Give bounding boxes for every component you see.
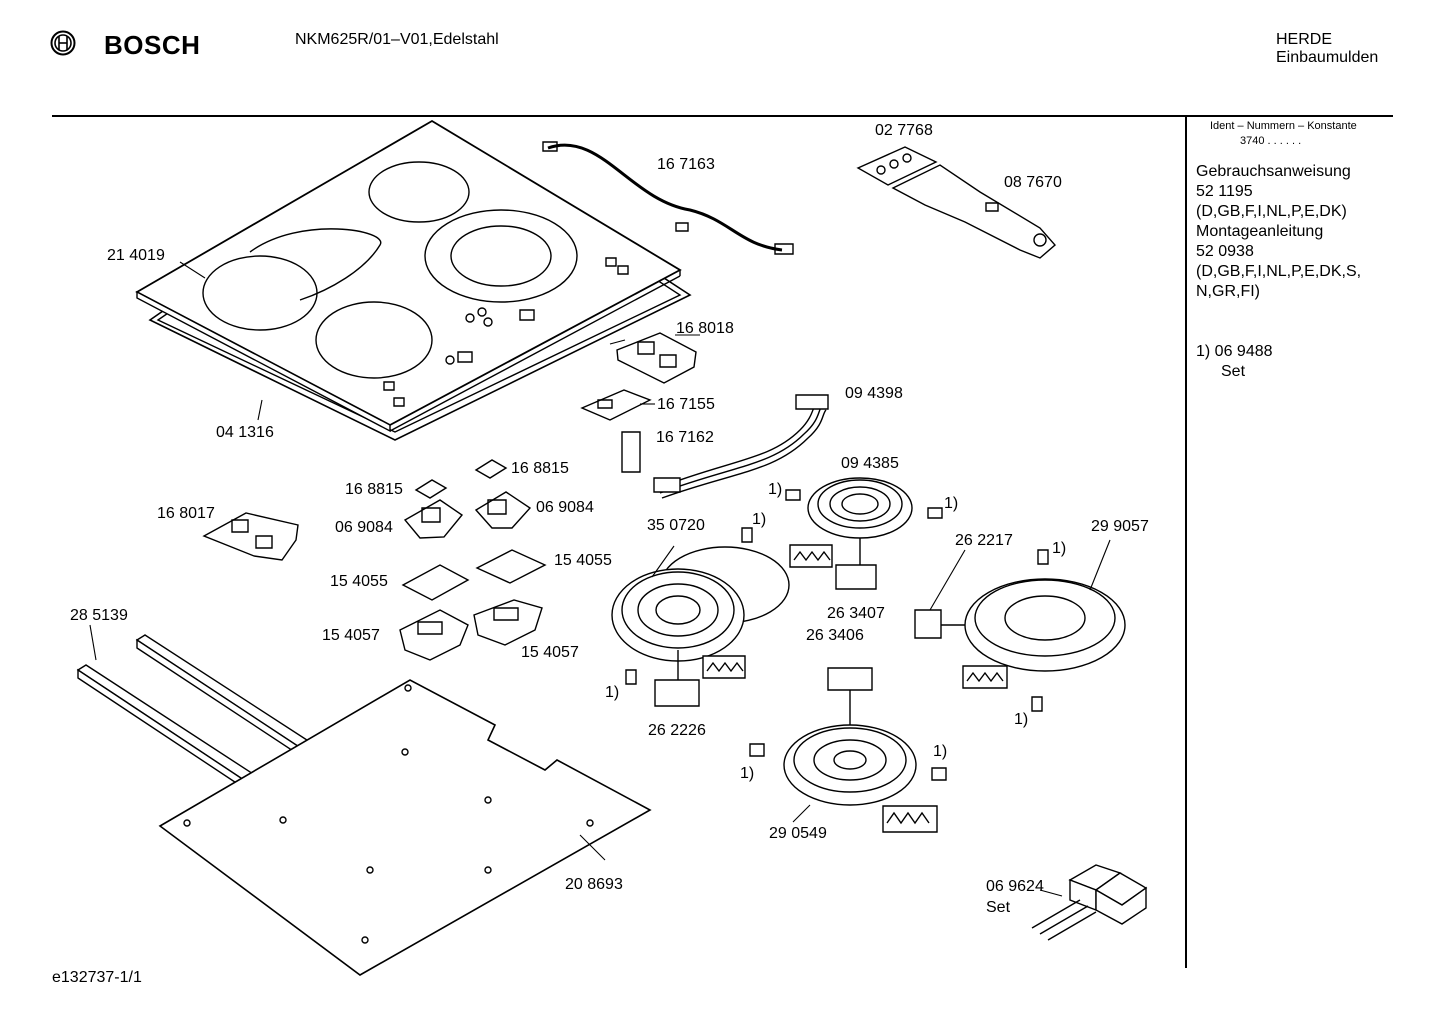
doc-line: N,GR,FI) [1196, 283, 1260, 300]
knob-housing-left [405, 500, 462, 538]
part-label: 21 4019 [107, 247, 165, 264]
part-label: 15 4055 [330, 573, 388, 590]
footnote-marker: 1) [740, 765, 755, 782]
part-label: 35 0720 [647, 517, 705, 534]
part-label: 08 7670 [1004, 174, 1062, 191]
part-label: 15 4055 [554, 552, 612, 569]
part-label: 16 7155 [657, 396, 715, 413]
footnote-marker: 1) [944, 495, 959, 512]
doc-line: 52 0938 [1196, 243, 1254, 260]
mounting-bracket-lower [78, 665, 270, 800]
seal-15-4055-left [403, 565, 468, 600]
part-label: 28 5139 [70, 607, 128, 624]
control-board-16-8018 [617, 333, 696, 383]
doc-line: 52 1195 [1196, 183, 1253, 200]
part-label: Set [986, 899, 1011, 916]
footnote-marker: 1) [752, 511, 767, 528]
ident-value: 3740 . . . . . . [1240, 135, 1302, 147]
knob-housing-right [476, 492, 530, 528]
drawing-id: e132737-1/1 [52, 969, 142, 986]
part-label: 04 1316 [216, 424, 274, 441]
footnote-marker: 1) [768, 481, 783, 498]
model-title: NKM625R/01–V01,Edelstahl [295, 31, 499, 48]
connector-16-7162 [622, 432, 640, 472]
part-label: 29 0549 [769, 825, 827, 842]
part-label: 02 7768 [875, 122, 933, 139]
part-label: 20 8693 [565, 876, 623, 893]
cable-16-7163 [548, 145, 782, 250]
category-line-2: Einbaumulden [1276, 49, 1379, 66]
doc-line: Montageanleitung [1196, 223, 1324, 240]
part-label: 06 9624 [986, 878, 1044, 895]
part-label: 16 8018 [676, 320, 734, 337]
label-sticker-1 [416, 480, 446, 498]
seal-15-4055-right [477, 550, 545, 583]
brand-name: BOSCH [104, 30, 201, 60]
part-label: 06 9084 [335, 519, 393, 536]
heating-element-35-0720 [612, 547, 789, 706]
terminal-blocks-06-9624 [1032, 865, 1146, 940]
cover-15-4057-left [400, 610, 468, 660]
scraper-tool [858, 147, 1055, 258]
cover-15-4057-right [474, 600, 542, 645]
control-board-16-8017 [204, 513, 298, 560]
part-label: 26 3407 [827, 605, 885, 622]
ribbon-cable-09-4398 [654, 395, 828, 498]
part-label: 15 4057 [322, 627, 380, 644]
part-label: 16 8017 [157, 505, 215, 522]
doc-line: Gebrauchsanweisung [1196, 163, 1351, 180]
base-plate [160, 680, 650, 975]
part-label: 26 2217 [955, 532, 1013, 549]
heating-element-29-9057 [915, 579, 1125, 688]
part-label: 06 9084 [536, 499, 594, 516]
part-label: 16 7163 [657, 156, 715, 173]
footnote-note: 1) 06 9488 [1196, 343, 1273, 360]
part-label: 26 2226 [648, 722, 706, 739]
part-label: 09 4385 [841, 455, 899, 472]
heating-element-09-4385 [790, 478, 912, 589]
bosch-logo-icon [50, 30, 76, 56]
part-label: 09 4398 [845, 385, 903, 402]
footnote-marker: 1) [1014, 711, 1029, 728]
part-label: 16 8815 [345, 481, 403, 498]
footnote-marker: 1) [605, 684, 620, 701]
doc-line: (D,GB,F,I,NL,P,E,DK,S, [1196, 263, 1362, 280]
doc-line: (D,GB,F,I,NL,P,E,DK) [1196, 203, 1347, 220]
module-16-7155 [582, 390, 650, 420]
part-label: 16 8815 [511, 460, 569, 477]
part-label: 16 7162 [656, 429, 714, 446]
footnote-marker: 1) [1052, 540, 1067, 557]
footnote-note-set: Set [1221, 363, 1246, 380]
category-line-1: HERDE [1276, 31, 1333, 48]
part-label: 26 3406 [806, 627, 864, 644]
part-label: 29 9057 [1091, 518, 1149, 535]
ident-title: Ident – Nummern – Konstante [1210, 120, 1357, 132]
heating-element-29-0549 [784, 668, 937, 832]
cooktop-glass [137, 121, 680, 431]
footnote-marker: 1) [933, 743, 948, 760]
part-label: 15 4057 [521, 644, 579, 661]
label-sticker-2 [476, 460, 506, 478]
